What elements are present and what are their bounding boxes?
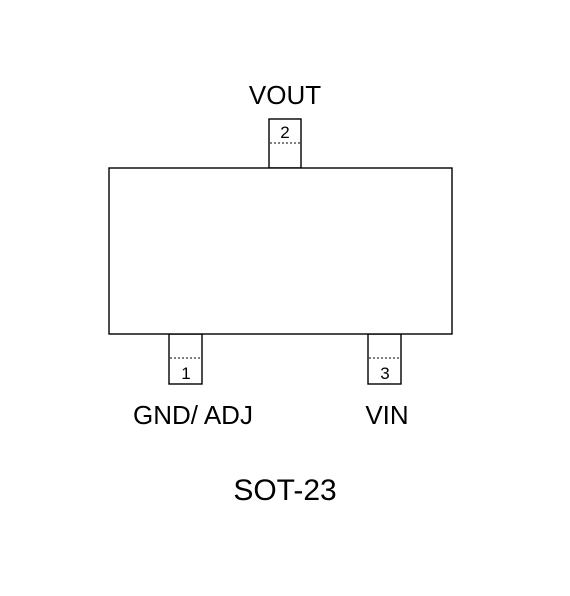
pin-2-number: 2 xyxy=(280,123,289,142)
pin-1-label: GND/ ADJ xyxy=(133,400,253,430)
pin-3: 3 VIN xyxy=(365,333,409,430)
pin-1-lead xyxy=(168,333,203,385)
pin-2-label: VOUT xyxy=(249,80,321,110)
package-body xyxy=(108,167,453,335)
pin-3-number: 3 xyxy=(380,364,389,383)
pin-1: 1 GND/ ADJ xyxy=(133,333,253,430)
pin-1-number: 1 xyxy=(181,364,190,383)
pin-3-label: VIN xyxy=(365,400,408,430)
package-name: SOT-23 xyxy=(233,474,336,507)
pin-2: 2 VOUT xyxy=(249,80,321,169)
